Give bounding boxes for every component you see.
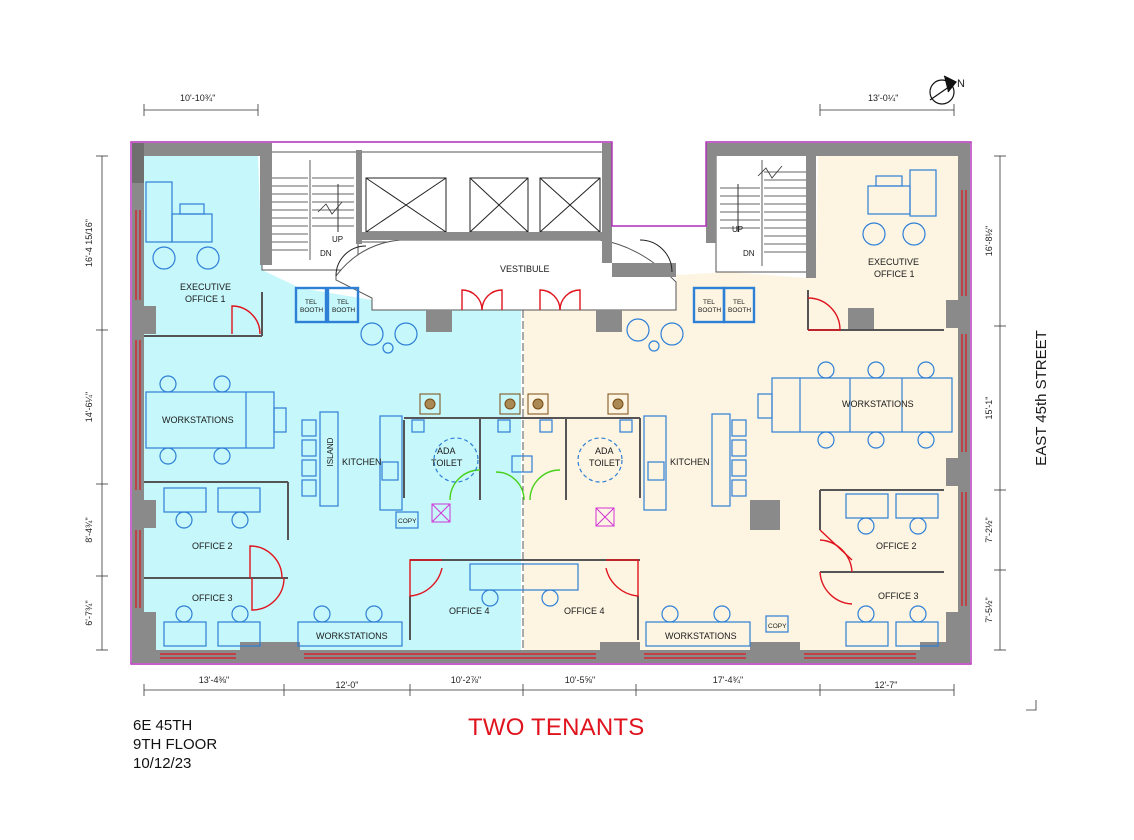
furniture <box>145 169 953 647</box>
label-stair-dn-east: DN <box>743 249 755 258</box>
stair-west-treads <box>266 160 354 260</box>
label-west-exec-line2: OFFICE 1 <box>185 294 226 304</box>
label-west-kitchen: KITCHEN <box>342 457 382 467</box>
doors <box>231 289 853 611</box>
label-stair-dn-west: DN <box>320 249 332 258</box>
plan-title: TWO TENANTS <box>468 714 645 741</box>
tel-booth-3-line1: TEL <box>703 299 715 306</box>
tel-booth-4-line2: BOOTH <box>728 307 751 314</box>
tel-booth-4-line1: TEL <box>733 299 745 306</box>
windows <box>135 190 967 659</box>
project-info-block: 6E 45TH 9TH FLOOR 10/12/23 <box>133 716 217 773</box>
vestibule-door-arcs <box>335 239 673 277</box>
interior-partitions <box>144 290 944 640</box>
project-floor: 9TH FLOOR <box>133 736 218 753</box>
label-east-kitchen: KITCHEN <box>670 457 710 467</box>
label-west-toilet-line2: TOILET <box>431 458 463 468</box>
tel-booth-1-line2: BOOTH <box>300 307 323 314</box>
plants <box>419 393 629 415</box>
project-date: 10/12/23 <box>133 755 192 772</box>
tel-booth-2-line2: BOOTH <box>332 307 355 314</box>
label-west-exec-line1: EXECUTIVE <box>180 282 231 292</box>
tel-booth-1-line1: TEL <box>305 299 317 306</box>
dim-bottom-3: 10'-2⅞" <box>451 675 481 685</box>
dim-bottom-2: 12'-0" <box>336 680 359 690</box>
dim-right-2: 15'-1" <box>984 397 994 420</box>
project-address: 6E 45TH <box>133 717 193 734</box>
dim-top-left: 10'-10¾" <box>180 93 215 103</box>
dim-bottom-5: 17'-4¾" <box>713 675 743 685</box>
street-label: EAST 45th STREET <box>1033 330 1050 466</box>
label-east-workstations: WORKSTATIONS <box>842 399 914 409</box>
dim-left-1: 16'-4 15/16" <box>84 219 94 267</box>
label-west-workstations: WORKSTATIONS <box>162 415 234 425</box>
dim-bottom-4: 10'-5⅝" <box>565 675 595 685</box>
label-east-workstations-bottom: WORKSTATIONS <box>665 631 737 641</box>
label-vestibule: VESTIBULE <box>500 264 550 274</box>
stair-east-treads <box>720 160 806 266</box>
label-east-exec-line2: OFFICE 1 <box>874 269 915 279</box>
dim-left-4: 6'-7¾" <box>84 600 94 625</box>
label-west-workstations-bottom: WORKSTATIONS <box>316 631 388 641</box>
exterior-walls <box>132 143 970 663</box>
label-east-office4: OFFICE 4 <box>564 606 605 616</box>
label-stair-up-east: UP <box>732 225 743 234</box>
dim-left-2: 14'-6¼" <box>84 392 94 422</box>
label-east-exec-line1: EXECUTIVE <box>868 257 919 267</box>
label-west-office2: OFFICE 2 <box>192 541 233 551</box>
label-east-toilet-line1: ADA <box>595 446 614 456</box>
label-east-toilet-line2: TOILET <box>589 458 621 468</box>
tel-booth-3-line2: BOOTH <box>698 307 721 314</box>
dimension-lines <box>96 104 1037 711</box>
label-west-island: ISLAND <box>326 437 335 466</box>
label-east-copy: COPY <box>768 623 787 630</box>
dim-right-3: 7'-2½" <box>984 517 994 542</box>
tel-booth-2-line1: TEL <box>337 299 349 306</box>
dim-right-4: 7'-5½" <box>984 597 994 622</box>
label-east-office2: OFFICE 2 <box>876 541 917 551</box>
label-east-office3: OFFICE 3 <box>878 591 919 601</box>
building-outline <box>130 141 972 665</box>
tenant-west-area <box>143 156 521 656</box>
toilet-doors <box>449 469 561 501</box>
north-arrow-icon <box>929 75 957 105</box>
label-stair-up-west: UP <box>332 235 343 244</box>
north-label: N <box>957 78 965 90</box>
label-west-office3: OFFICE 3 <box>192 593 233 603</box>
dim-right-1: 16'-8½" <box>984 226 994 256</box>
dim-bottom-6: 12'-7" <box>875 680 898 690</box>
tenant-east-area <box>524 156 958 656</box>
elevator-bank <box>359 151 611 243</box>
label-west-copy: COPY <box>398 518 417 525</box>
dim-top-right: 13'-0¼" <box>868 93 898 103</box>
floor-drains <box>431 503 615 527</box>
dim-bottom-1: 13'-4⅜" <box>199 675 229 685</box>
label-west-office4: OFFICE 4 <box>449 606 490 616</box>
dim-left-3: 8'-4¾" <box>84 517 94 542</box>
label-west-toilet-line1: ADA <box>437 446 456 456</box>
